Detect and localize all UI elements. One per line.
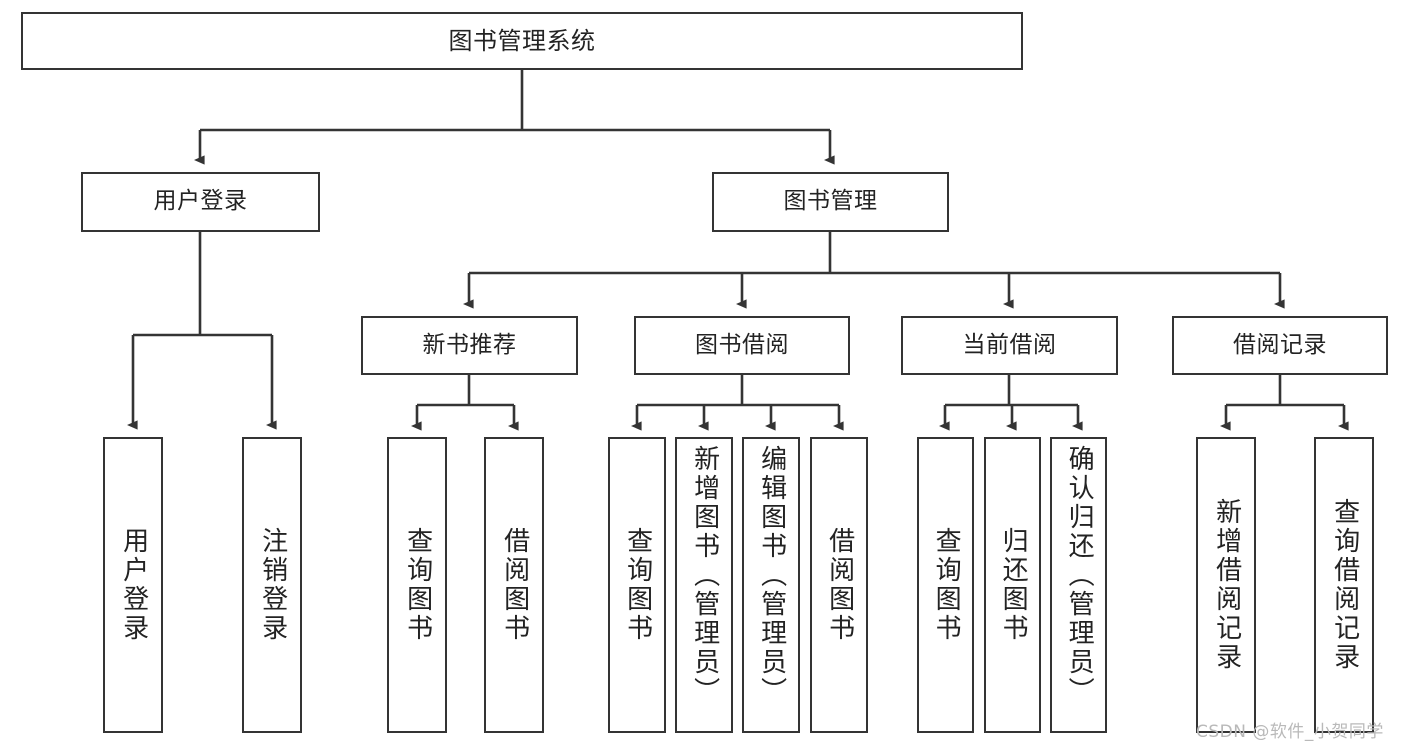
node-book-borrow[interactable]: 图书借阅 [634, 316, 850, 375]
node-user-login[interactable]: 用户登录 [81, 172, 320, 232]
node-user-login-label: 用户登录 [153, 188, 248, 215]
leaf-query-book-borrow-label: 查询图书 [622, 527, 653, 643]
leaf-borrow-book-recommend[interactable]: 借阅图书 [484, 437, 544, 733]
leaf-borrow-book-label: 借阅图书 [824, 527, 855, 643]
node-new-book-recommend[interactable]: 新书推荐 [361, 316, 578, 375]
leaf-query-book-current[interactable]: 查询图书 [917, 437, 974, 733]
leaf-confirm-return-admin[interactable]: 确认归还（管理员） [1050, 437, 1107, 733]
leaf-add-borrow-record[interactable]: 新增借阅记录 [1196, 437, 1256, 733]
watermark: CSDN @软件_小贺同学 [1196, 722, 1384, 742]
leaf-confirm-return-admin-label: 确认归还（管理员） [1064, 445, 1095, 706]
leaf-return-book-label: 归还图书 [998, 527, 1029, 643]
leaf-edit-book-admin[interactable]: 编辑图书（管理员） [742, 437, 800, 733]
node-borrow-record[interactable]: 借阅记录 [1172, 316, 1388, 375]
node-book-management[interactable]: 图书管理 [712, 172, 949, 232]
node-book-management-label: 图书管理 [783, 188, 878, 215]
leaf-query-book-recommend-label: 查询图书 [402, 527, 433, 643]
leaf-logout-label: 注销登录 [257, 527, 288, 643]
leaf-query-book-current-label: 查询图书 [931, 527, 962, 643]
leaf-query-book-recommend[interactable]: 查询图书 [387, 437, 447, 733]
leaf-edit-book-admin-label: 编辑图书（管理员） [756, 445, 787, 706]
node-current-borrow[interactable]: 当前借阅 [901, 316, 1118, 375]
leaf-add-borrow-record-label: 新增借阅记录 [1211, 498, 1242, 672]
leaf-borrow-book[interactable]: 借阅图书 [810, 437, 868, 733]
leaf-add-book-admin[interactable]: 新增图书（管理员） [675, 437, 733, 733]
leaf-query-borrow-record-label: 查询借阅记录 [1329, 498, 1360, 672]
leaf-query-borrow-record[interactable]: 查询借阅记录 [1314, 437, 1374, 733]
leaf-query-book-borrow[interactable]: 查询图书 [608, 437, 666, 733]
leaf-user-login-label: 用户登录 [118, 527, 149, 643]
leaf-logout[interactable]: 注销登录 [242, 437, 302, 733]
leaf-return-book[interactable]: 归还图书 [984, 437, 1041, 733]
node-book-borrow-label: 图书借阅 [695, 331, 789, 358]
leaf-add-book-admin-label: 新增图书（管理员） [689, 445, 720, 706]
node-new-book-recommend-label: 新书推荐 [422, 331, 517, 358]
leaf-borrow-book-recommend-label: 借阅图书 [499, 527, 530, 643]
node-root-label: 图书管理系统 [448, 26, 596, 55]
node-borrow-record-label: 借阅记录 [1233, 331, 1327, 358]
node-root[interactable]: 图书管理系统 [21, 12, 1023, 70]
leaf-user-login[interactable]: 用户登录 [103, 437, 163, 733]
node-current-borrow-label: 当前借阅 [962, 331, 1057, 358]
